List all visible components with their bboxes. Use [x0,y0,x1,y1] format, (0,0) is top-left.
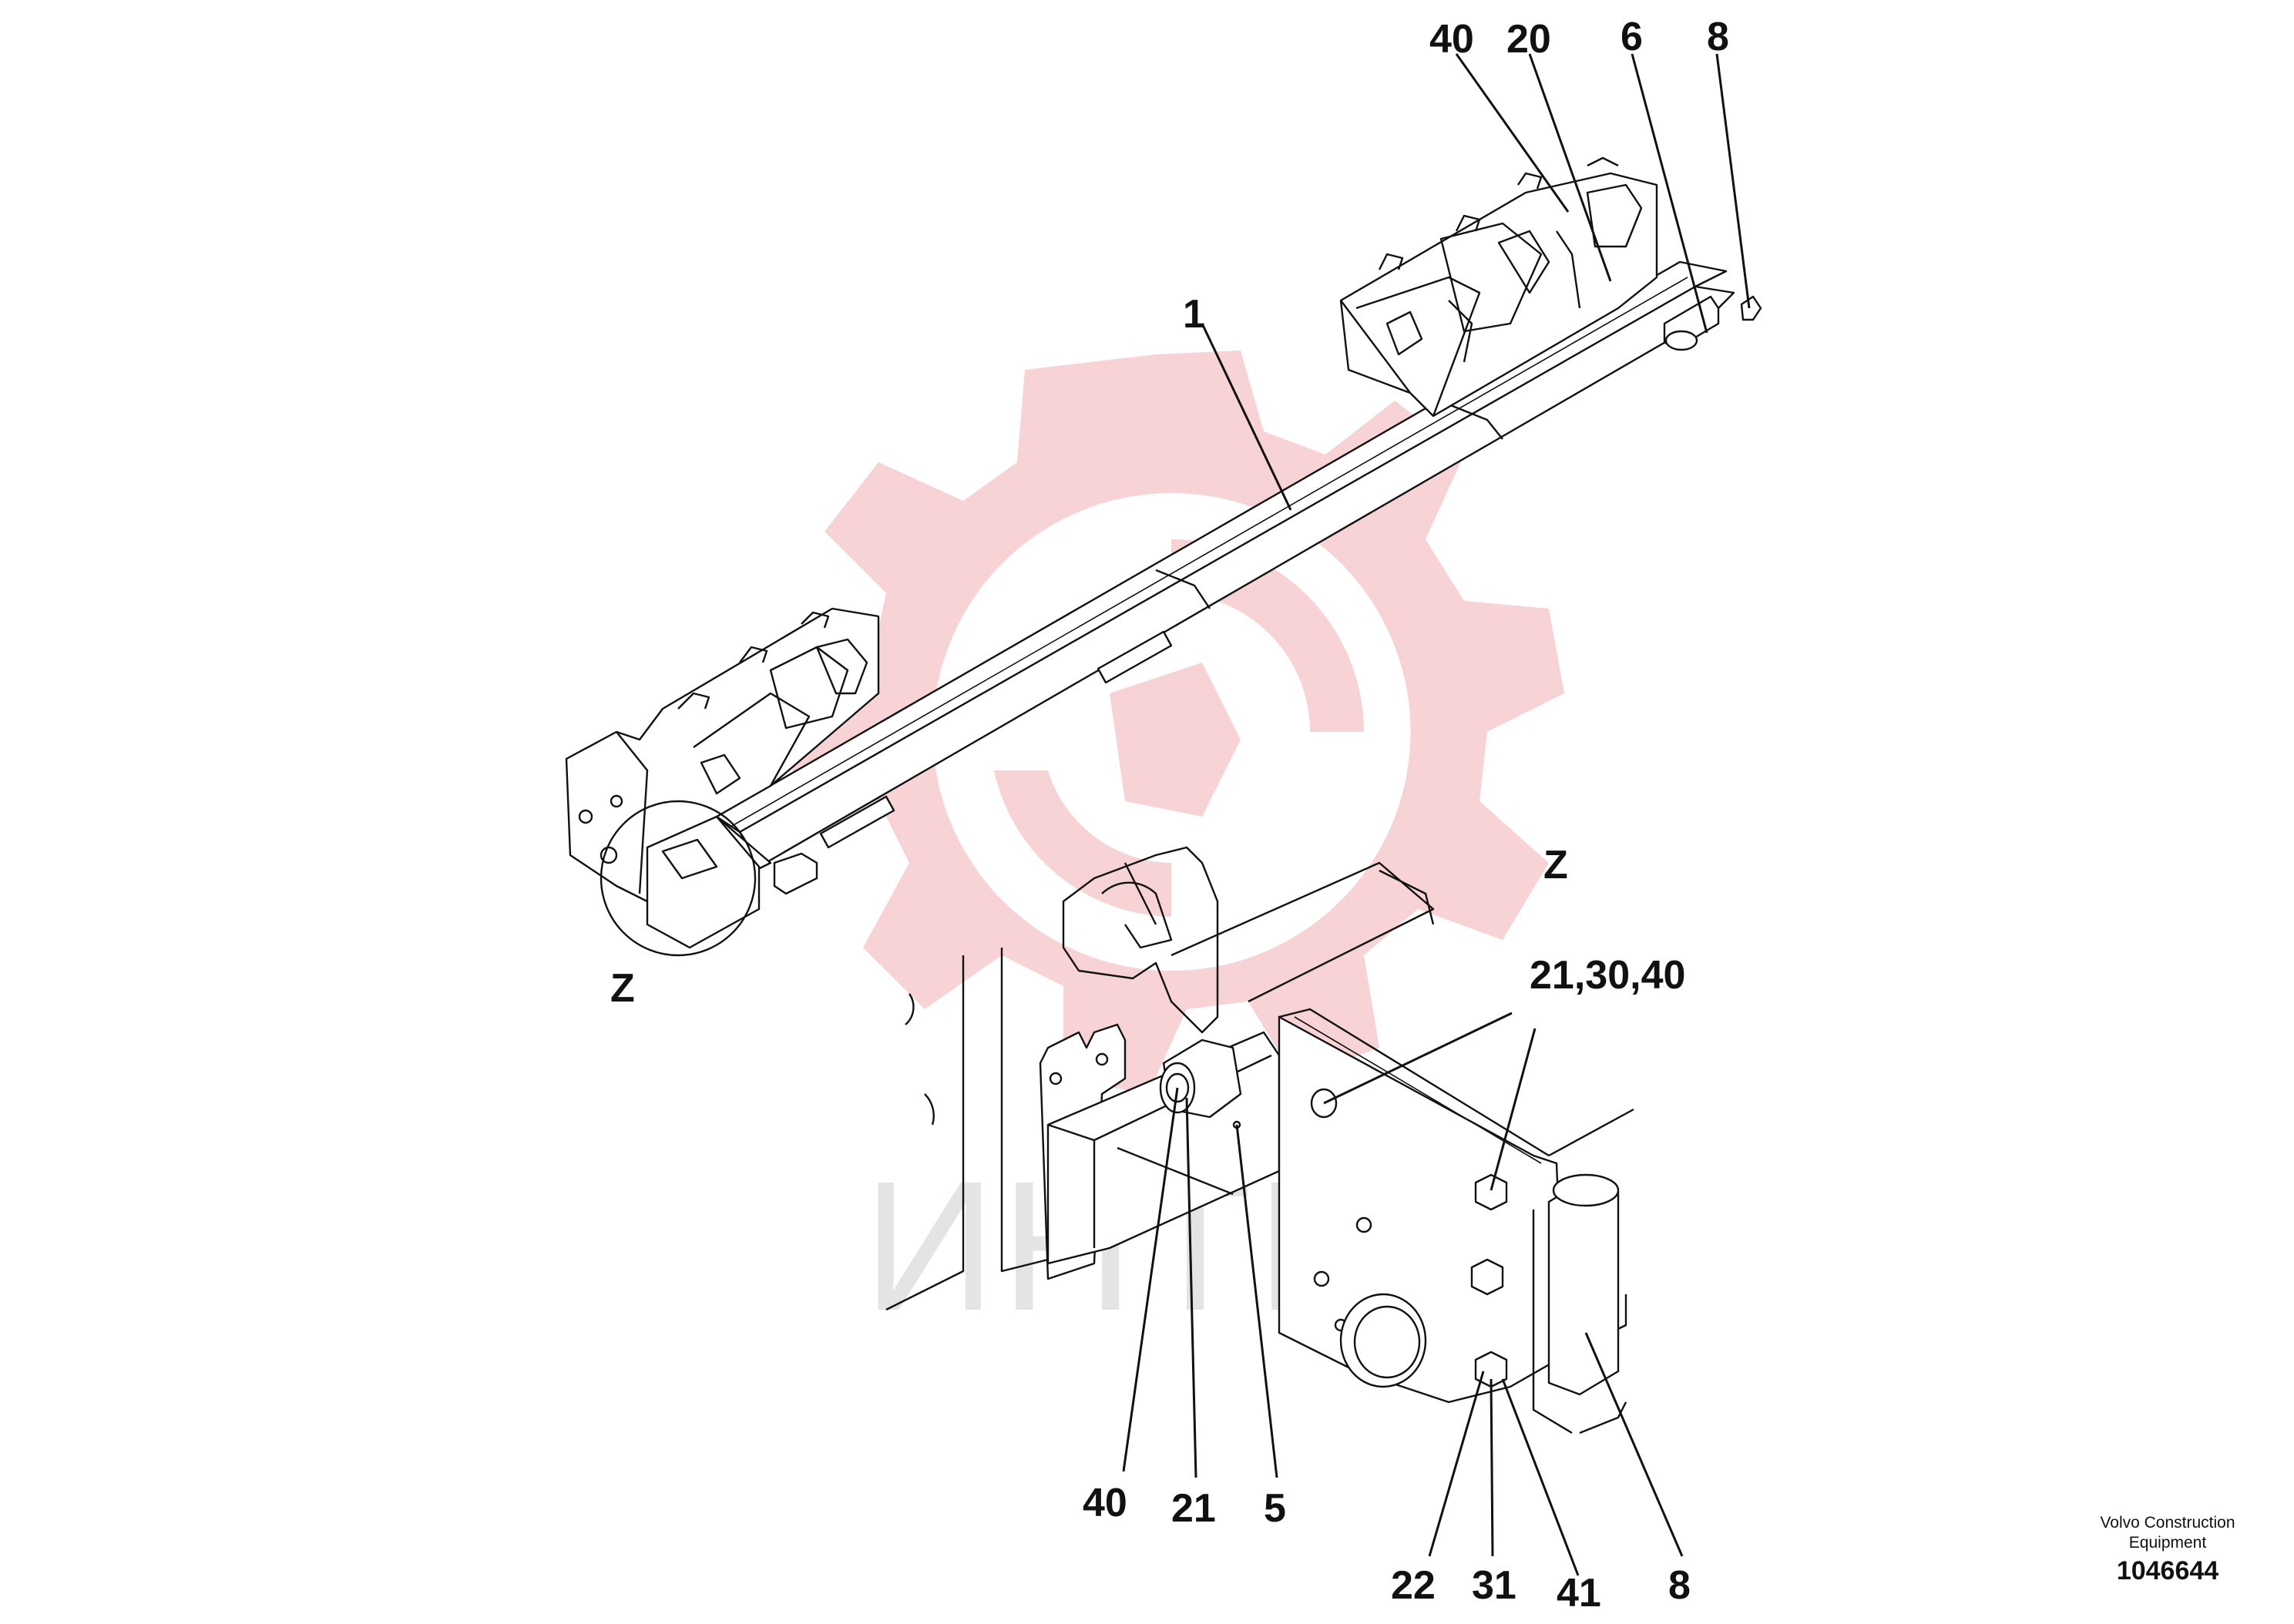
left-end-tube [773,852,818,895]
callout-5-bottom: 5 [1264,1486,1286,1531]
callout-8-top: 8 [1707,15,1729,59]
company-name-line2: Equipment [2129,1534,2207,1552]
callout-41-bottom: 41 [1557,1571,1601,1616]
leader-lines [1122,53,1751,1576]
left-frame-assembly [565,607,880,949]
callout-40-bottom: 40 [1083,1481,1127,1525]
callout-21-bottom: 21 [1171,1486,1216,1531]
detail-marker-z-detail: Z [1543,843,1568,887]
callout-6-top: 6 [1621,15,1643,59]
detail-circle-z [600,800,757,957]
company-name-line1: Volvo Construction [2100,1514,2235,1532]
callout-20-top: 20 [1506,17,1551,62]
detail-z-view [885,846,1634,1434]
main-plate [1278,1015,1566,1404]
bolt-upper [1474,1173,1508,1211]
beam-clamp-lower [819,795,895,849]
bolt-lower [1474,1351,1508,1388]
title-block: Volvo Construction Equipment 1046644 [2100,1514,2235,1585]
beam-clamp-upper [1097,630,1173,684]
callout-31-bottom: 31 [1472,1563,1516,1608]
callout-40-top: 40 [1429,17,1474,62]
callout-21-30-40: 21,30,40 [1530,953,1685,998]
vertical-tube [1547,1177,1620,1396]
callout-8-bottom: 8 [1668,1563,1691,1608]
detail-marker-z-main: Z [610,966,635,1011]
callout-1: 1 [1183,292,1205,337]
right-frame-assembly [1339,156,1762,418]
callout-22-bottom: 22 [1391,1563,1436,1608]
round-cap [1339,1293,1427,1388]
drawing-number: 1046644 [2117,1556,2218,1585]
watermark-gear-icon [786,351,1564,1094]
